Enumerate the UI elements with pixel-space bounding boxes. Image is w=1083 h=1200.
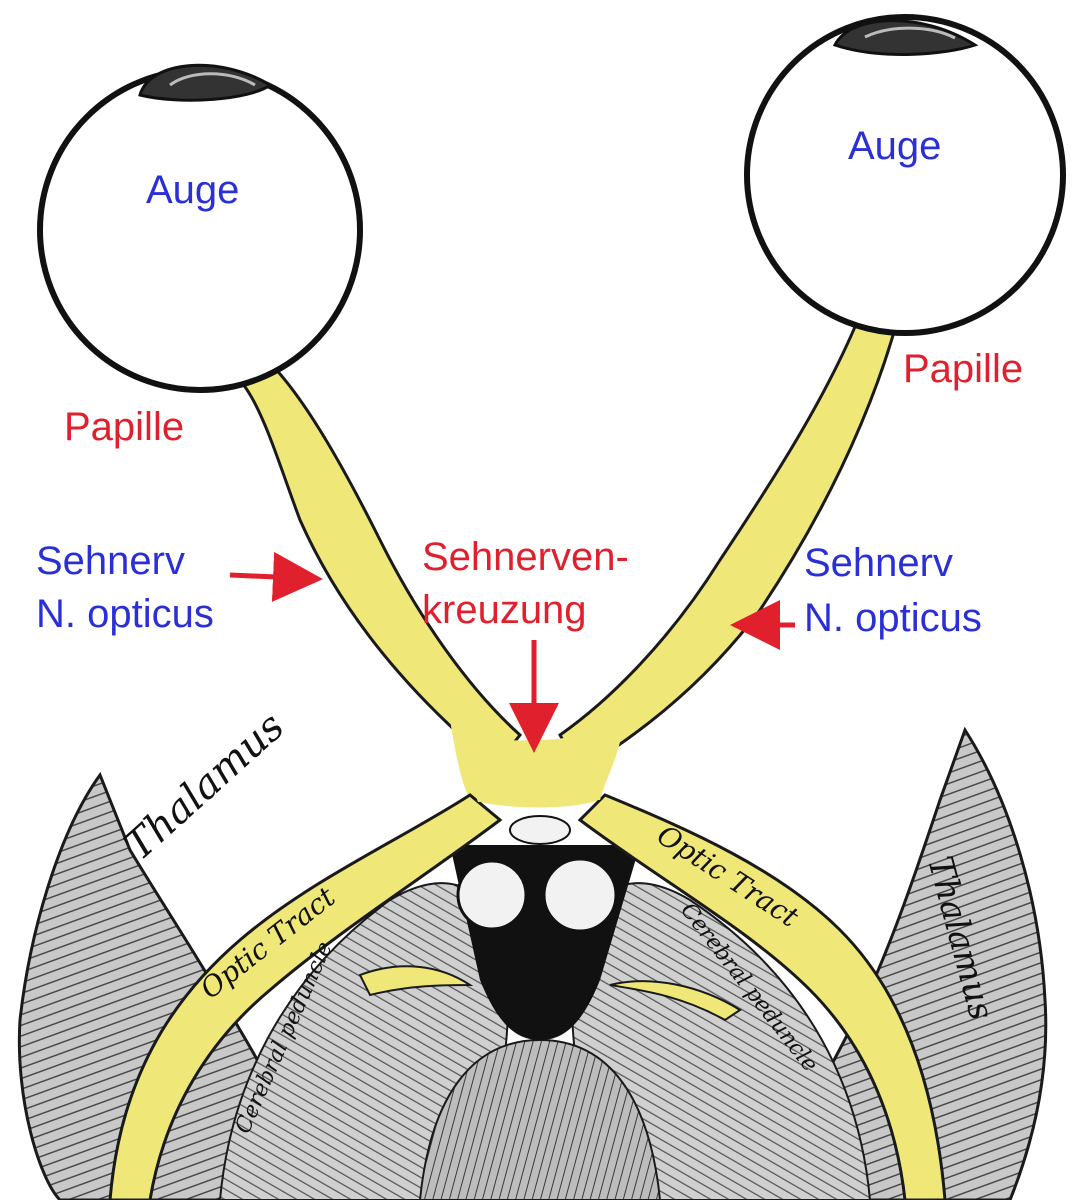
lateral-geniculate-left <box>358 965 474 997</box>
optic-pathway <box>108 308 947 1200</box>
optic-tract-right <box>577 793 947 1200</box>
label-sehnerv-right-2: N. opticus <box>804 596 982 640</box>
label-papille-left: Papille <box>64 405 184 449</box>
lateral-geniculate-right <box>609 980 742 1022</box>
label-papille-right: Papille <box>903 347 1023 391</box>
left-cornea <box>138 63 273 102</box>
right-eyeball <box>744 14 1066 336</box>
left-eye <box>37 63 363 393</box>
arrows <box>229 551 795 753</box>
optic-tract-left <box>108 793 503 1200</box>
left-eyeball <box>37 67 363 393</box>
label-sehnerv-left-1: Sehnerv <box>36 539 185 583</box>
label-thalamus-left: Thalamus <box>116 703 293 869</box>
mammillary-body-right <box>542 857 618 933</box>
brain-background <box>17 726 1048 1200</box>
arrow-sehnerv-left <box>229 551 323 602</box>
label-sehnerv-left-2: N. opticus <box>36 592 214 636</box>
label-chiasm-1: Sehnerven- <box>422 535 629 579</box>
right-eye <box>744 14 1066 336</box>
label-auge-left: Auge <box>146 168 239 212</box>
label-auge-right: Auge <box>848 124 941 168</box>
chiasm-fill <box>455 735 620 802</box>
right-cornea <box>832 19 979 56</box>
tuber-cinereum <box>509 815 571 845</box>
midbrain-region <box>418 1038 662 1200</box>
label-sehnerv-right-1: Sehnerv <box>804 541 953 585</box>
mammillary-body-left <box>456 859 528 931</box>
label-chiasm-2: kreuzung <box>422 588 587 632</box>
